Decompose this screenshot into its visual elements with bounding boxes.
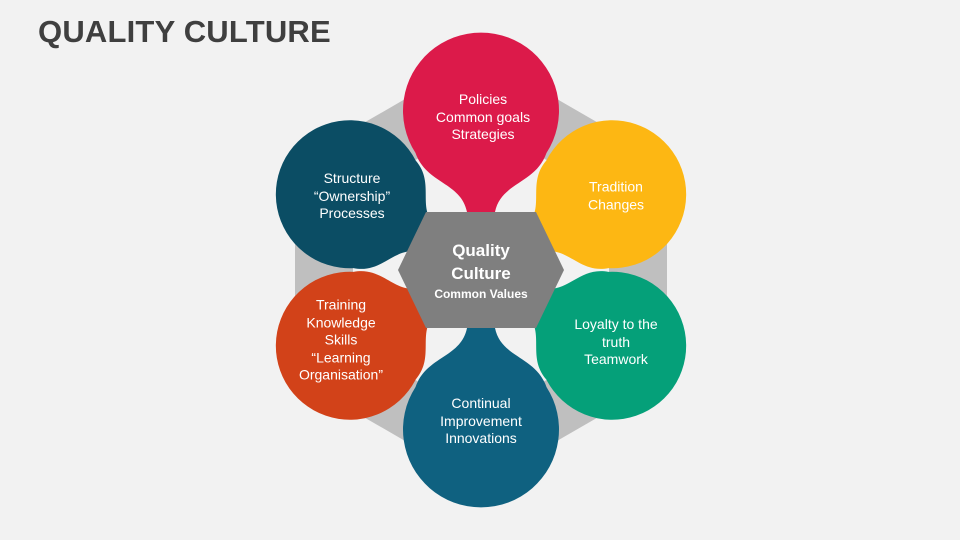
petal-layer	[275, 32, 687, 508]
petal-line: Improvement	[440, 412, 522, 429]
petal-line: Innovations	[445, 429, 517, 446]
petal-line: Training	[315, 296, 367, 313]
petal-line: Processes	[319, 204, 385, 221]
center-title-line: Culture	[451, 264, 511, 283]
petal-policies	[403, 32, 559, 212]
petal-line: Organisation”	[298, 366, 384, 383]
petal-text-policies: Policies Common goals Strategies	[408, 91, 558, 144]
petal-tradition	[524, 120, 687, 269]
petal-line: Teamwork	[584, 350, 648, 367]
petal-text-continual: Continual Improvement Innovations	[406, 395, 556, 448]
center-label: Quality Culture Common Values	[411, 239, 551, 301]
petal-line: Continual	[451, 394, 511, 411]
petal-line: Common goals	[435, 108, 531, 125]
petal-text-loyalty: Loyalty to the truth Teamwork	[541, 316, 691, 369]
center-hexagon	[398, 212, 564, 328]
petal-line: “Ownership”	[313, 187, 391, 204]
petal-line: Changes	[587, 196, 645, 212]
petal-loyalty	[524, 271, 687, 420]
petal-text-training: Training Knowledge Skills “Learning Orga…	[266, 296, 416, 384]
center-title-line: Quality	[452, 241, 510, 260]
petal-line: Knowledge	[306, 313, 376, 330]
petal-line: Skills	[324, 331, 358, 348]
slide-title: QUALITY CULTURE	[38, 14, 331, 49]
petal-line: “Learning	[311, 348, 371, 365]
petal-line: truth	[601, 333, 630, 350]
petal-continual	[403, 328, 559, 508]
petal-text-structure: Structure “Ownership” Processes	[277, 170, 427, 223]
petal-training	[275, 271, 438, 420]
petal-text-tradition: Tradition Changes	[541, 179, 691, 214]
petal-line: Policies	[458, 90, 508, 107]
petal-line: Strategies	[451, 125, 515, 142]
petal-line: Tradition	[589, 178, 643, 195]
petal-line: Loyalty to the	[574, 315, 658, 332]
petal-line: Structure	[323, 169, 381, 186]
center-subtitle: Common Values	[434, 287, 528, 301]
petal-structure	[275, 120, 438, 269]
